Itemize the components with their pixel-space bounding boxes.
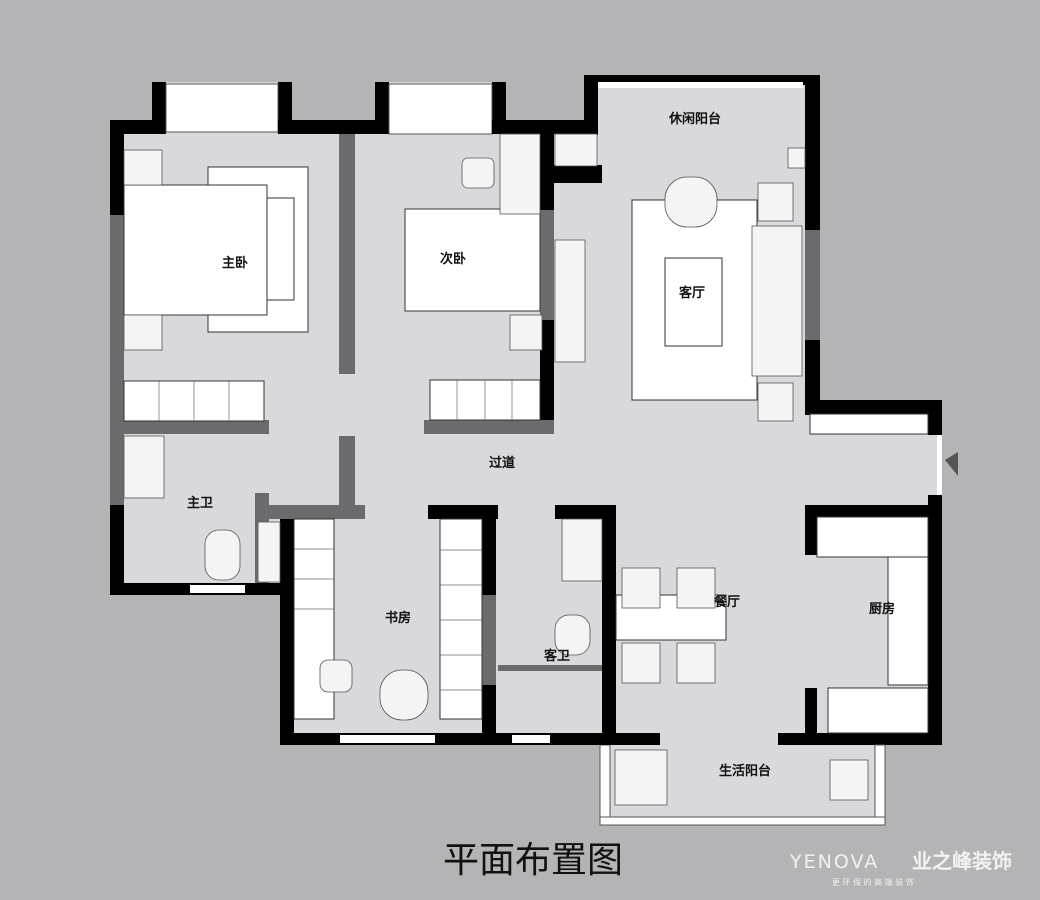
label-utility-balcony: 生活阳台 — [719, 763, 771, 779]
label-study: 书房 — [385, 610, 411, 626]
label-kitchen: 厨房 — [869, 601, 895, 617]
logo-brand-en: YENOVA — [789, 851, 879, 873]
label-master-bedroom: 主卧 — [222, 255, 248, 271]
label-dining-room: 餐厅 — [713, 594, 740, 610]
label-corridor: 过道 — [489, 455, 515, 471]
brand-logo: YENOVA 业之峰装饰 更 环 保 的 高 端 装 饰 — [789, 849, 1012, 887]
room-labels: 休闲阳台 主卧 次卧 客厅 过道 主卫 书房 客卫 餐厅 厨房 生活阳台 — [187, 111, 895, 779]
wardrobe-master — [123, 380, 265, 422]
label-second-bedroom: 次卧 — [440, 251, 466, 267]
plan-title: 平面布置图 — [443, 840, 623, 881]
label-guest-bath: 客卫 — [544, 648, 570, 664]
exterior-walls — [110, 75, 942, 826]
label-living-room: 客厅 — [679, 285, 705, 301]
label-master-bath: 主卫 — [187, 495, 213, 511]
logo-tagline: 更 环 保 的 高 端 装 饰 — [832, 877, 914, 887]
label-leisure-balcony: 休闲阳台 — [668, 111, 721, 127]
furniture — [123, 133, 958, 806]
logo-brand-cn: 业之峰装饰 — [912, 849, 1012, 873]
